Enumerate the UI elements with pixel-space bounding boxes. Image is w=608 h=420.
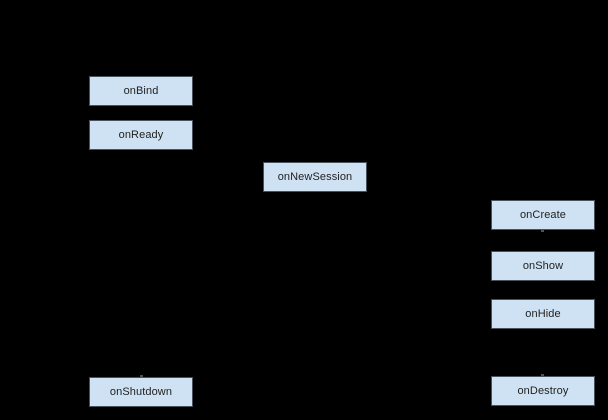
node-onready: onReady — [89, 120, 193, 150]
node-oncreate-label: onCreate — [519, 209, 567, 221]
node-onshutdown: onShutdown — [89, 377, 193, 407]
node-onbind-label: onBind — [123, 85, 159, 97]
node-onshow: onShow — [491, 251, 595, 281]
node-onhide: onHide — [491, 299, 595, 329]
arrowhead-artifact — [541, 230, 544, 232]
node-onbind: onBind — [89, 76, 193, 106]
node-onshow-label: onShow — [522, 260, 564, 272]
arrowhead-artifact — [541, 374, 544, 376]
arrowhead-artifact — [140, 375, 143, 377]
node-onnewsession-label: onNewSession — [277, 171, 353, 183]
node-onshutdown-label: onShutdown — [109, 386, 173, 398]
node-oncreate: onCreate — [491, 200, 595, 230]
node-ondestroy-label: onDestroy — [517, 385, 569, 397]
node-ondestroy: onDestroy — [491, 376, 595, 406]
node-onhide-label: onHide — [525, 308, 561, 320]
node-onnewsession: onNewSession — [263, 162, 367, 192]
node-onready-label: onReady — [118, 129, 164, 141]
